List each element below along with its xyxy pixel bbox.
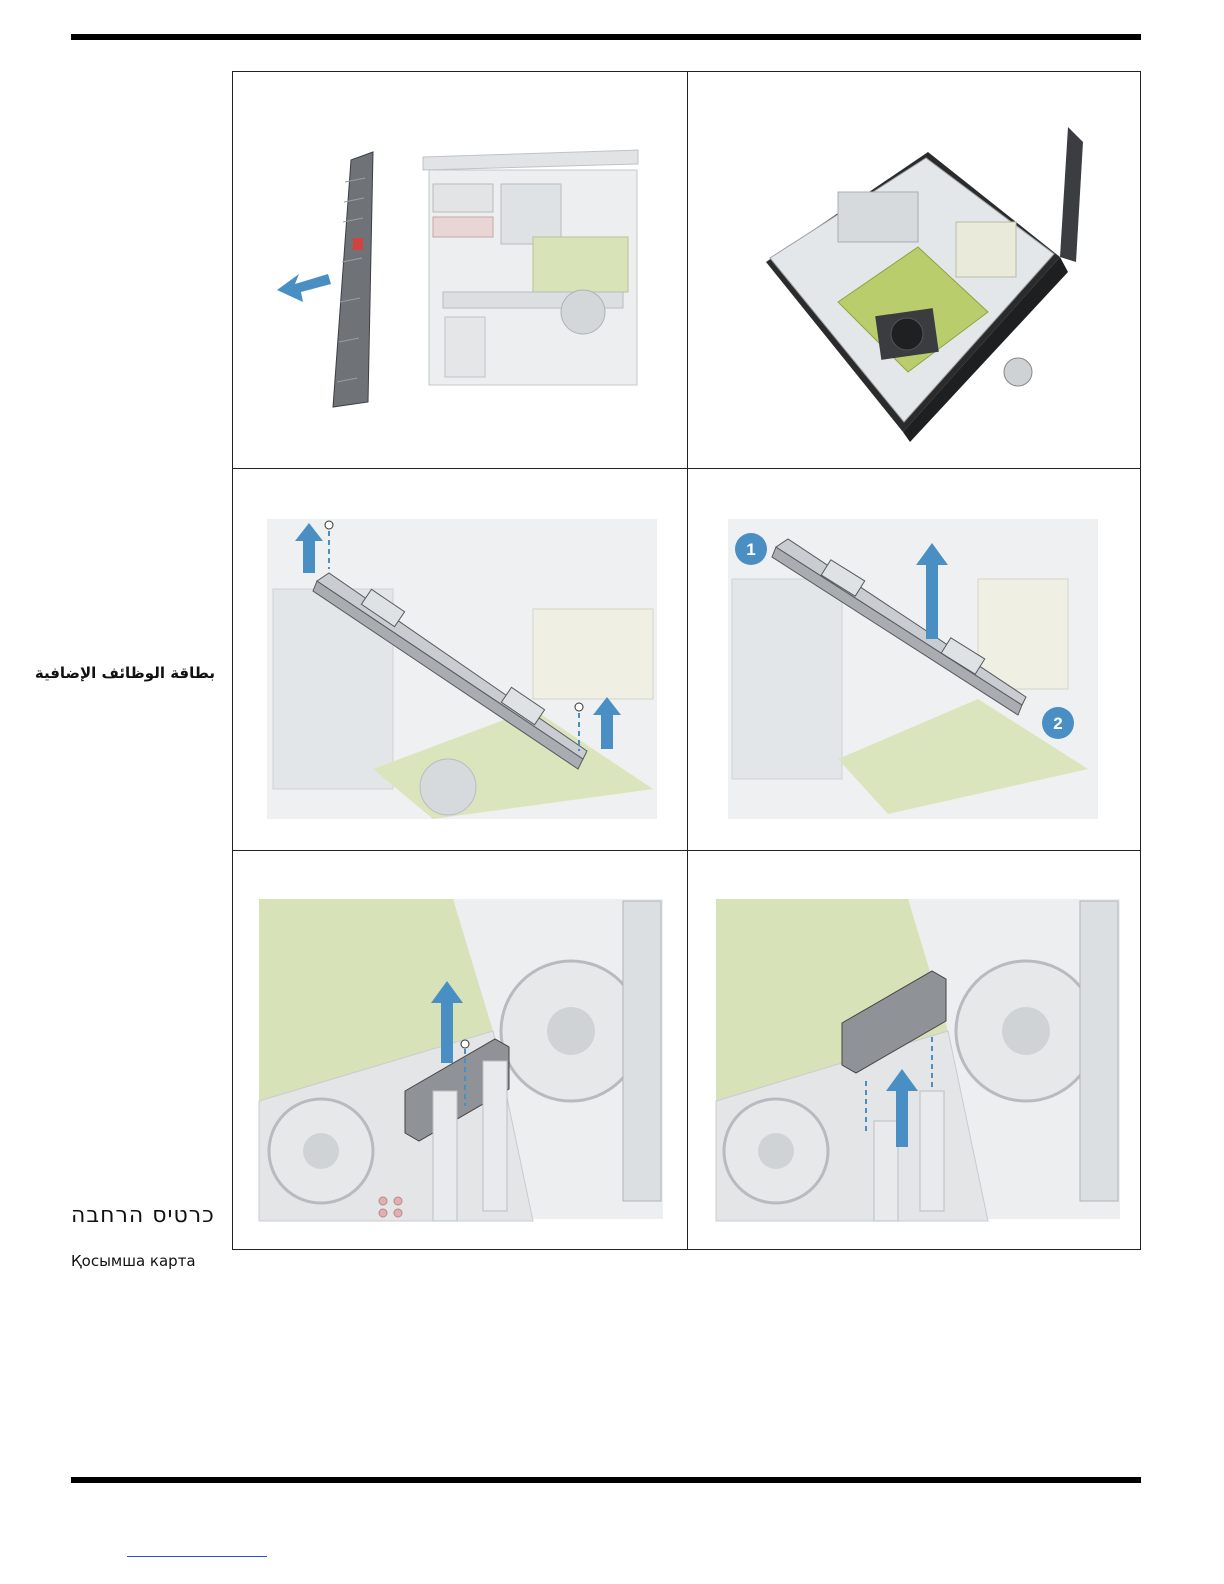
illustration-grid: 1 2 (232, 71, 1141, 1250)
screw-icon (325, 521, 333, 529)
figure-open-chassis (688, 72, 1142, 468)
step-badge-2-label: 2 (1053, 714, 1062, 733)
bezel-red-marker (353, 238, 363, 250)
open-chassis-illustration (688, 72, 1142, 468)
lift-bracket-illustration: 1 2 (688, 469, 1142, 850)
figure-remove-retainer-screw (233, 851, 687, 1251)
footer-link-underline[interactable] (127, 1556, 267, 1557)
bracket-screws-illustration (233, 469, 687, 850)
install-retainer-illustration (688, 851, 1142, 1251)
label-hebrew: כרטיס הרחבה (71, 1203, 215, 1228)
front-bezel-illustration (233, 72, 687, 468)
figure-remove-front-bezel (233, 72, 687, 468)
footer-rule (71, 1477, 1141, 1483)
screw-icon (575, 703, 583, 711)
retainer-screw-illustration (233, 851, 687, 1251)
figure-remove-bracket-screws (233, 469, 687, 850)
figure-install-retainer (688, 851, 1142, 1251)
screw-icon (461, 1040, 469, 1048)
figure-lift-bracket: 1 2 (688, 469, 1142, 850)
header-rule (71, 34, 1141, 40)
label-kazakh: Қосымша карта (71, 1252, 196, 1270)
label-arabic: بطاقة الوظائف الإضافية (35, 664, 215, 682)
arrow-left-icon (277, 274, 331, 302)
step-badge-1-label: 1 (746, 540, 755, 559)
